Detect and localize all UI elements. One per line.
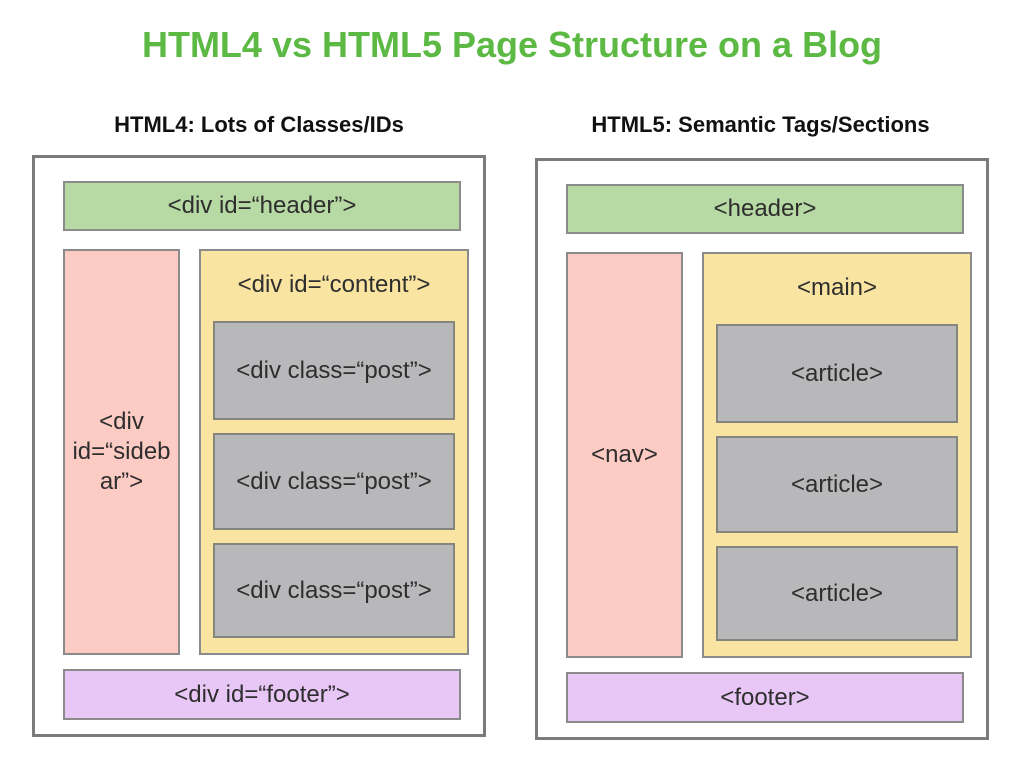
html5-main-box: <main> <article> <article> <article> (702, 252, 972, 658)
html4-sidebar-box: <div id=“sideb ar”> (63, 249, 180, 655)
column-heading-html5: HTML5: Semantic Tags/Sections (591, 112, 930, 137)
html4-post-box: <div class=“post”> (213, 543, 455, 638)
html4-header-box: <div id=“header”> (63, 181, 461, 231)
html5-footer-box: <footer> (566, 672, 964, 723)
html4-content-box: <div id=“content”> <div class=“post”> <d… (199, 249, 469, 655)
html5-nav-box: <nav> (566, 252, 683, 658)
html5-main-label: <main> (796, 274, 878, 301)
page-title: HTML4 vs HTML5 Page Structure on a Blog (141, 24, 883, 65)
html4-content-label: <div id=“content”> (237, 271, 431, 298)
html4-post-box: <div class=“post”> (213, 321, 455, 420)
html5-article-box: <article> (716, 324, 958, 423)
html5-header-box: <header> (566, 184, 964, 234)
column-heading-html4: HTML4: Lots of Classes/IDs (114, 112, 404, 137)
html4-wireframe-panel: <div id=“header”> <div id=“sideb ar”> <d… (32, 155, 486, 737)
html4-post-box: <div class=“post”> (213, 433, 455, 530)
html5-article-box: <article> (716, 546, 958, 641)
html4-footer-box: <div id=“footer”> (63, 669, 461, 720)
html5-article-box: <article> (716, 436, 958, 533)
html5-wireframe-panel: <header> <nav> <main> <article> <article… (535, 158, 989, 740)
